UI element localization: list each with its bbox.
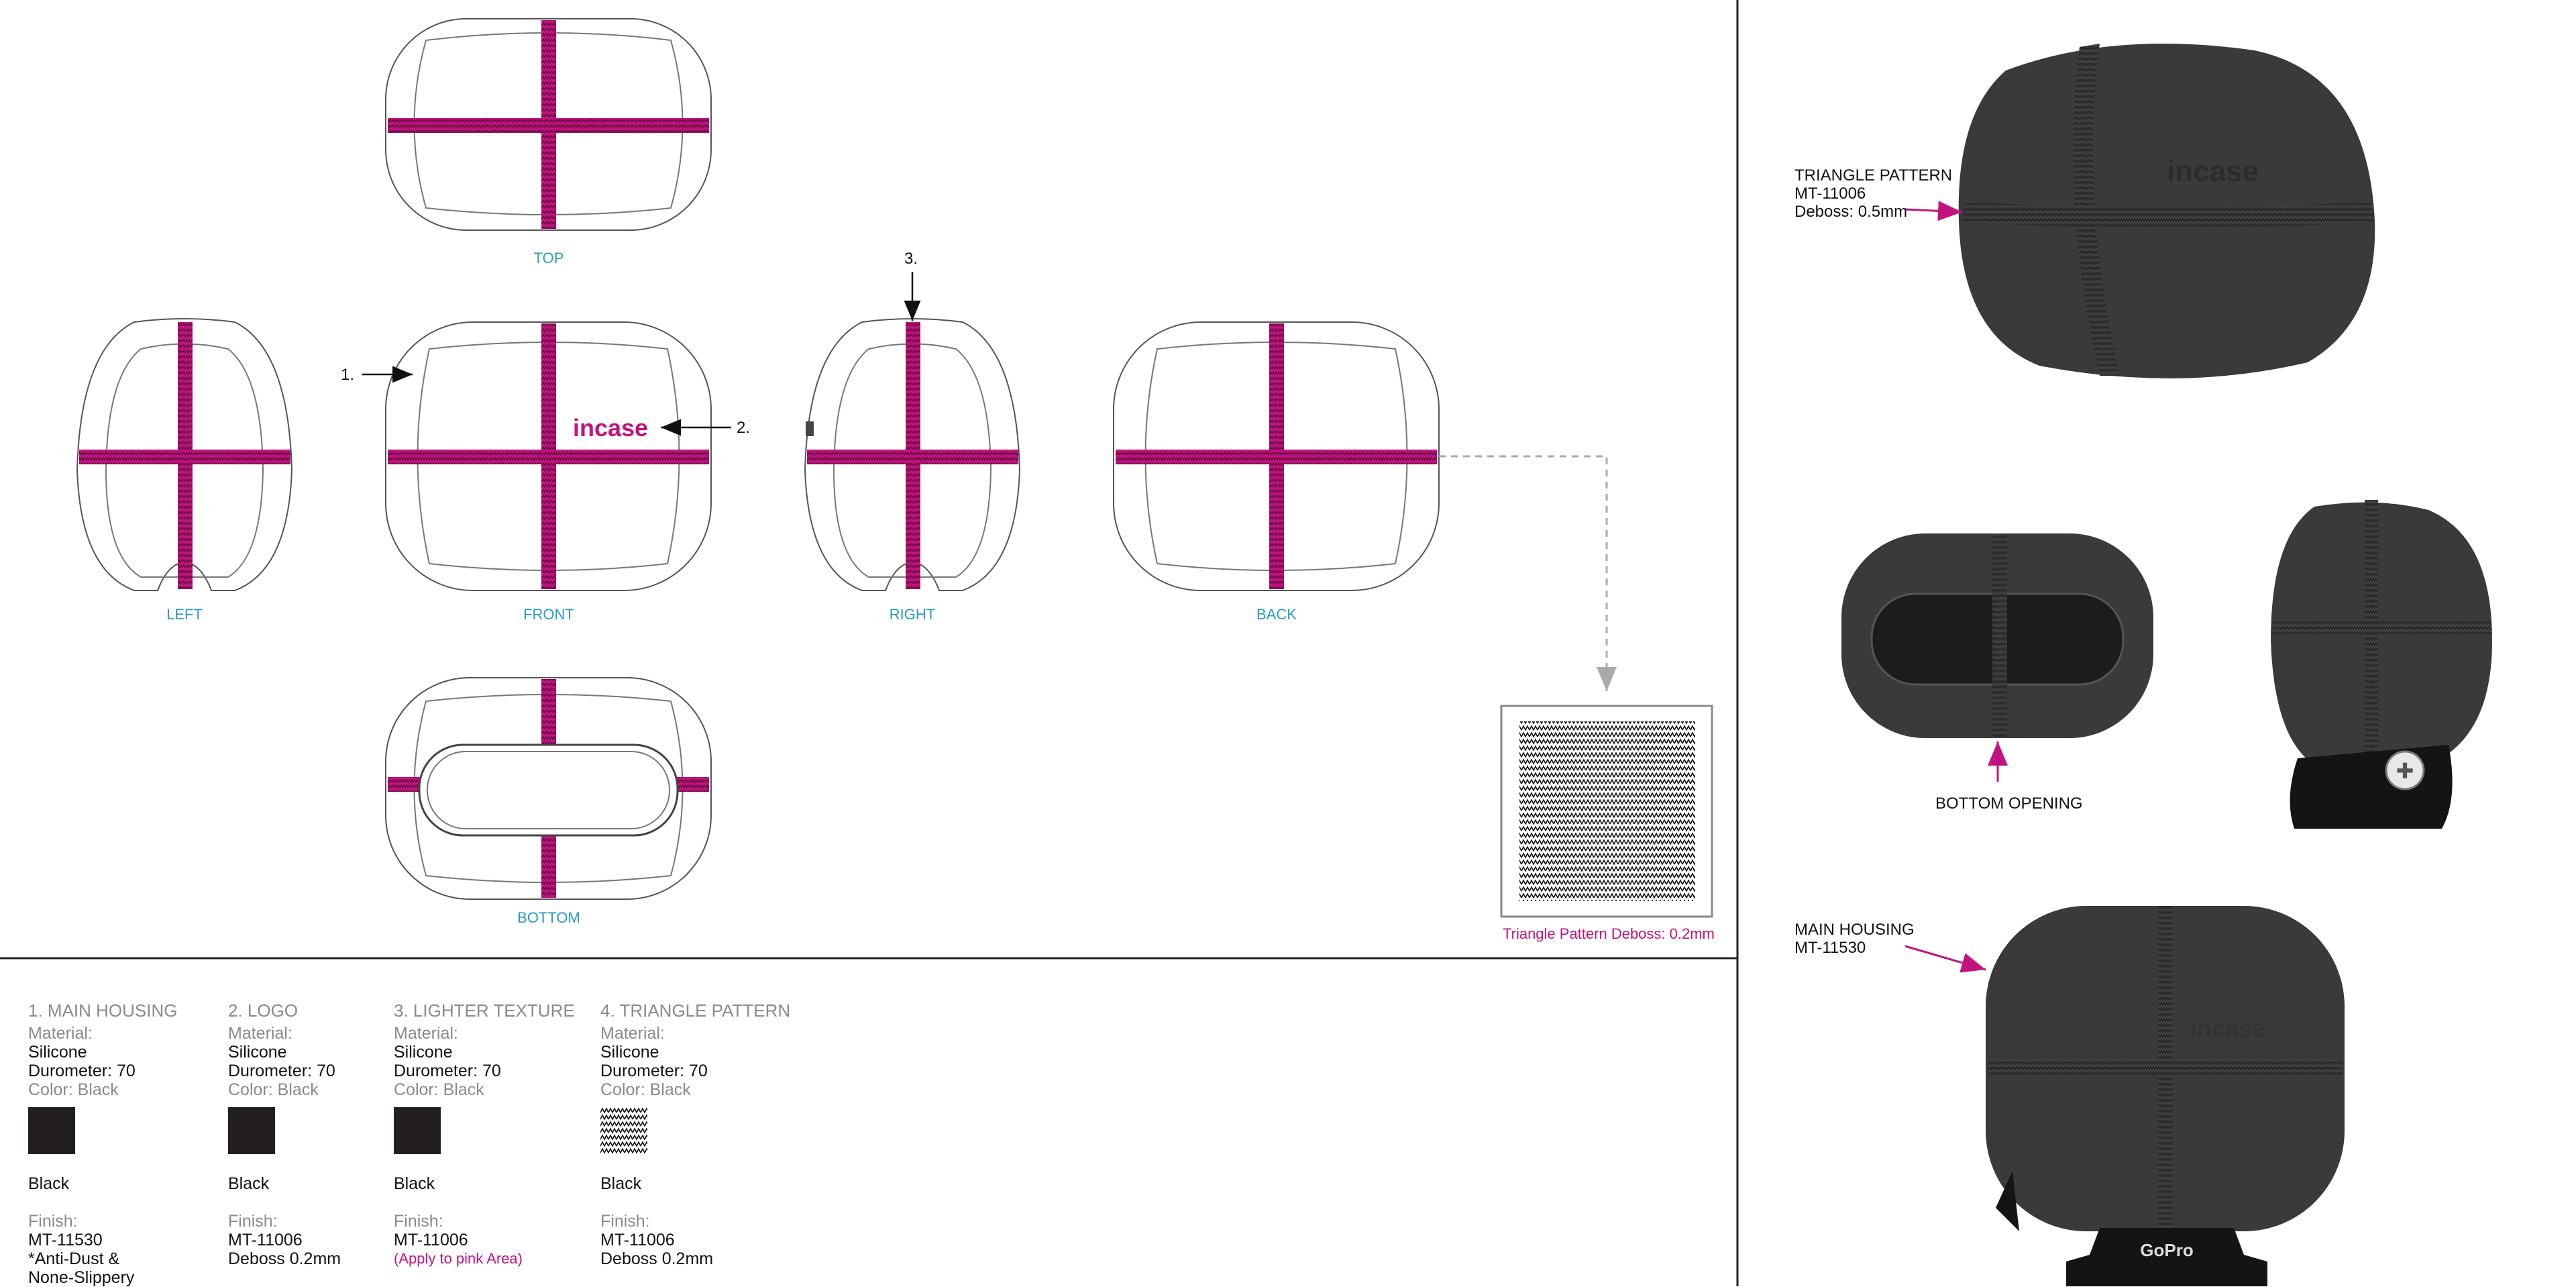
swatch-name: Black bbox=[600, 1174, 642, 1193]
spec-main-housing: 1. MAIN HOUSING Material: Silicone Durom… bbox=[28, 1001, 229, 1287]
swatch-name: Black bbox=[228, 1174, 270, 1193]
callout-3: 3. bbox=[904, 250, 918, 268]
color-swatch bbox=[28, 1107, 75, 1154]
front-logo: incase bbox=[573, 414, 648, 442]
spec-title: 4. TRIANGLE PATTERN bbox=[600, 1000, 791, 1021]
material-value: Silicone bbox=[394, 1043, 453, 1062]
view-front: incase bbox=[385, 321, 712, 591]
color-label: Color: Black bbox=[228, 1080, 319, 1099]
note-bottom-opening: BOTTOM OPENING bbox=[1935, 794, 2083, 813]
pattern-swatch bbox=[600, 1107, 647, 1154]
durometer-value: Durometer: 70 bbox=[28, 1062, 136, 1080]
finish-label: Finish: bbox=[600, 1212, 650, 1231]
finish-code: MT-11530 bbox=[28, 1231, 103, 1249]
render-iso: incase bbox=[1958, 44, 2375, 378]
thumbscrew-icon: ✚ bbox=[2396, 758, 2414, 784]
spec-lighter-texture: 3. LIGHTER TEXTURE Material: Silicone Du… bbox=[394, 1001, 595, 1268]
view-top bbox=[385, 18, 712, 231]
label-bottom: BOTTOM bbox=[517, 909, 580, 926]
render-front-logo: incase bbox=[2190, 1015, 2265, 1042]
finish-code: MT-11006 bbox=[228, 1231, 303, 1249]
finish-label: Finish: bbox=[228, 1212, 278, 1231]
swatch-name: Black bbox=[394, 1174, 435, 1193]
finish-note-2: None-Slippery bbox=[28, 1268, 135, 1287]
spec-title: 1. MAIN HOUSING bbox=[28, 1000, 178, 1021]
callout-1: 1. bbox=[341, 366, 355, 384]
label-left: LEFT bbox=[166, 606, 203, 623]
pattern-leader bbox=[1439, 455, 1617, 691]
view-bottom bbox=[385, 677, 712, 900]
render-iso-logo: incase bbox=[2167, 155, 2259, 188]
note-line: MT-11530 bbox=[1794, 939, 1866, 957]
durometer-value: Durometer: 70 bbox=[394, 1062, 501, 1080]
color-label: Color: Black bbox=[394, 1080, 484, 1099]
view-left bbox=[76, 318, 293, 591]
pattern-detail-box bbox=[1500, 705, 1713, 918]
finish-note-1: *Anti-Dust & bbox=[28, 1249, 120, 1268]
note-line: MT-11006 bbox=[1794, 185, 1866, 203]
spec-logo: 2. LOGO Material: Silicone Durometer: 70… bbox=[228, 1001, 429, 1268]
finish-code: MT-11006 bbox=[394, 1231, 468, 1249]
pattern-caption: Triangle Pattern Deboss: 0.2mm bbox=[1503, 925, 1715, 942]
material-label: Material: bbox=[600, 1024, 665, 1043]
spec-triangle-pattern: 4. TRIANGLE PATTERN Material: Silicone D… bbox=[600, 1001, 802, 1268]
spec-title: 3. LIGHTER TEXTURE bbox=[394, 1000, 575, 1021]
durometer-value: Durometer: 70 bbox=[228, 1062, 335, 1080]
material-label: Material: bbox=[28, 1024, 93, 1043]
color-swatch bbox=[228, 1107, 275, 1154]
note-line: TRIANGLE PATTERN bbox=[1794, 166, 1953, 185]
swatch-name: Black bbox=[28, 1174, 70, 1193]
triangle-pattern-arrow bbox=[1904, 201, 1963, 221]
finish-note-accent: (Apply to pink Area) bbox=[394, 1250, 523, 1267]
material-label: Material: bbox=[228, 1024, 292, 1043]
material-value: Silicone bbox=[28, 1043, 87, 1062]
label-top: TOP bbox=[533, 250, 564, 266]
label-front: FRONT bbox=[523, 606, 574, 623]
material-value: Silicone bbox=[600, 1043, 659, 1062]
main-housing-arrow bbox=[1904, 945, 1986, 973]
gopro-logo: GoPro bbox=[2140, 1240, 2193, 1260]
material-label: Material: bbox=[394, 1024, 458, 1043]
color-label: Color: Black bbox=[28, 1080, 119, 1099]
view-right bbox=[804, 318, 1021, 591]
render-front: incase GoPro bbox=[1986, 906, 2345, 1286]
render-side: ✚ bbox=[2271, 500, 2492, 829]
view-back bbox=[1113, 321, 1440, 591]
durometer-value: Durometer: 70 bbox=[600, 1062, 708, 1080]
note-triangle-pattern: TRIANGLE PATTERN MT-11006 Deboss: 0.5mm bbox=[1794, 166, 1952, 221]
color-label: Color: Black bbox=[600, 1080, 691, 1099]
material-value: Silicone bbox=[228, 1043, 287, 1062]
note-line: Deboss: 0.5mm bbox=[1794, 203, 1908, 221]
label-right: RIGHT bbox=[889, 606, 936, 623]
color-swatch bbox=[394, 1107, 441, 1154]
spec-title: 2. LOGO bbox=[228, 1000, 299, 1021]
render-bottom bbox=[1841, 533, 2153, 738]
finish-code: MT-11006 bbox=[600, 1231, 675, 1249]
note-line: MAIN HOUSING bbox=[1794, 921, 1915, 939]
callout-2: 2. bbox=[737, 419, 751, 437]
note-main-housing: MAIN HOUSING MT-11530 bbox=[1794, 921, 1915, 957]
label-back: BACK bbox=[1256, 606, 1297, 623]
finish-note-1: Deboss 0.2mm bbox=[600, 1249, 714, 1268]
finish-note-1: Deboss 0.2mm bbox=[228, 1249, 341, 1268]
finish-label: Finish: bbox=[394, 1212, 443, 1231]
finish-label: Finish: bbox=[28, 1212, 78, 1231]
